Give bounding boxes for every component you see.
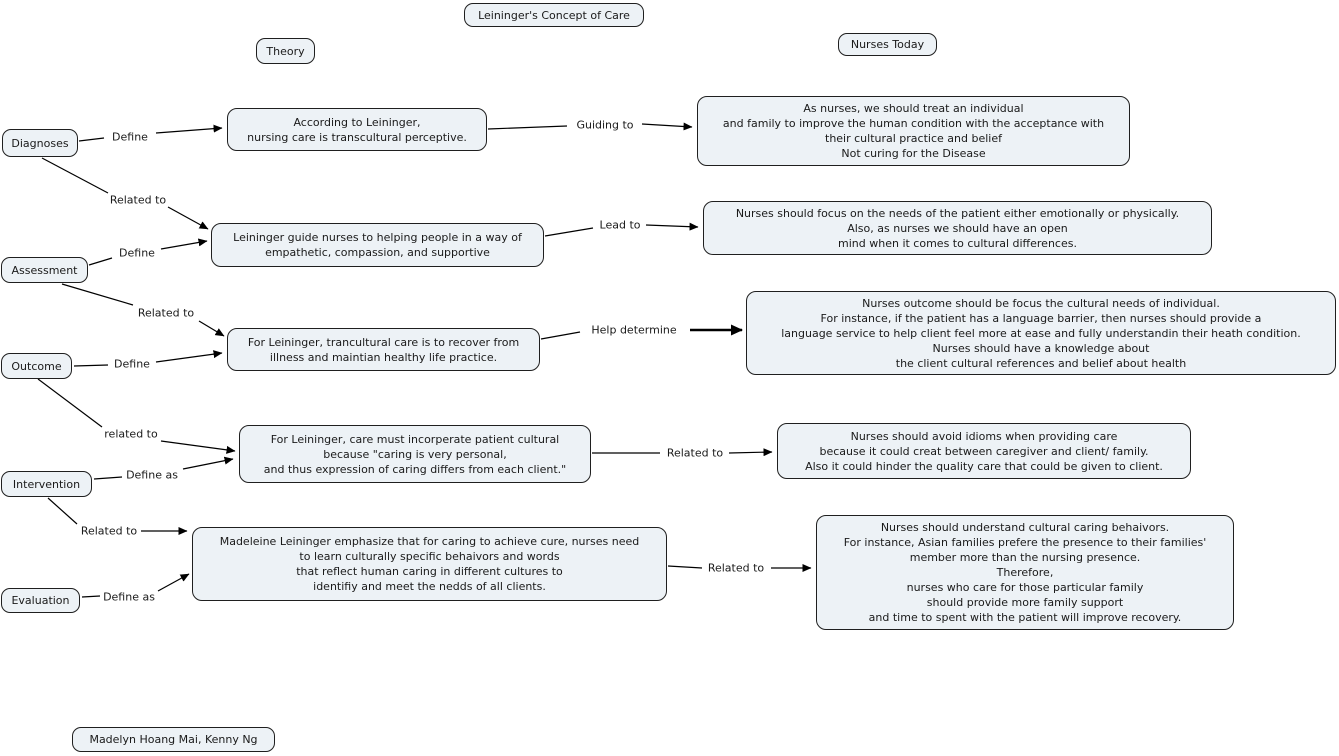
concept-node-intervention[interactable]: Intervention [1,471,92,497]
concept-node-assessment[interactable]: Assessment [1,257,88,283]
edge-label-intervention-related-to[interactable]: Related to [80,524,138,538]
connector-line [540,331,581,340]
connector-line [167,206,209,230]
connector-line [667,565,703,569]
edge-label-outcome-related-to[interactable]: related to [104,427,158,441]
concept-node-diagnoses[interactable]: Diagnoses [2,129,78,157]
theory-node-outcome[interactable]: For Leininger, trancultural care is to r… [227,328,540,371]
nurses-node-intervention[interactable]: Nurses should avoid idioms when providin… [777,423,1191,479]
connector-line [544,227,594,237]
connector-line [73,364,109,367]
connector-line [182,456,234,470]
connector-line [37,378,103,428]
nurses-node-outcome[interactable]: Nurses outcome should be focus the cultu… [746,291,1336,375]
connector-line [160,238,208,250]
connector-line [157,573,190,592]
connector-line [93,476,123,480]
concept-node-outcome[interactable]: Outcome [1,353,72,379]
connector-line [728,448,773,457]
connector-line [198,320,225,337]
connector-line [78,137,105,142]
connector-line [487,125,568,130]
connector-line [41,157,109,194]
connector-line [641,122,693,131]
edge-label-diagnoses-define[interactable]: Define [112,130,148,144]
nurses-node-assessment[interactable]: Nurses should focus on the needs of the … [703,201,1212,255]
edge-label-assessment-define[interactable]: Define [119,246,155,260]
connector-line [61,283,134,306]
column-header-theory[interactable]: Theory [256,38,315,64]
connector-line [155,350,223,363]
edge-label-theory5-related-to[interactable]: Related to [707,561,765,575]
concept-node-evaluation[interactable]: Evaluation [1,588,80,613]
map-title-node[interactable]: Leininger's Concept of Care [464,3,644,27]
edge-label-diagnoses-related-to[interactable]: Related to [109,193,167,207]
edge-label-outcome-define[interactable]: Define [114,357,150,371]
theory-node-assessment[interactable]: Leininger guide nurses to helping people… [211,223,544,267]
theory-node-diagnoses[interactable]: According to Leininger, nursing care is … [227,108,487,151]
column-header-nurses-today[interactable]: Nurses Today [838,33,937,56]
edge-label-help-determine[interactable]: Help determine [591,323,677,337]
connector-line [645,222,699,231]
edge-label-intervention-define-as[interactable]: Define as [126,468,178,482]
connector-line [88,257,113,266]
theory-node-evaluation[interactable]: Madeleine Leininger emphasize that for c… [192,527,667,601]
nurses-node-evaluation[interactable]: Nurses should understand cultural caring… [816,515,1234,630]
authors-node[interactable]: Madelyn Hoang Mai, Kenny Ng [72,727,275,752]
connector-line [47,497,78,525]
edge-label-lead-to[interactable]: Lead to [599,218,641,232]
connector-line [81,595,101,598]
edge-label-assessment-related-to[interactable]: Related to [137,306,195,320]
nurses-node-diagnoses[interactable]: As nurses, we should treat an individual… [697,96,1130,166]
theory-node-intervention[interactable]: For Leininger, care must incorperate pat… [239,425,591,483]
connector-line [160,440,236,454]
connector-line [155,124,223,134]
edge-label-guiding-to[interactable]: Guiding to [576,118,634,132]
edge-label-theory4-related-to[interactable]: Related to [666,446,724,460]
edge-label-evaluation-define-as[interactable]: Define as [103,590,155,604]
